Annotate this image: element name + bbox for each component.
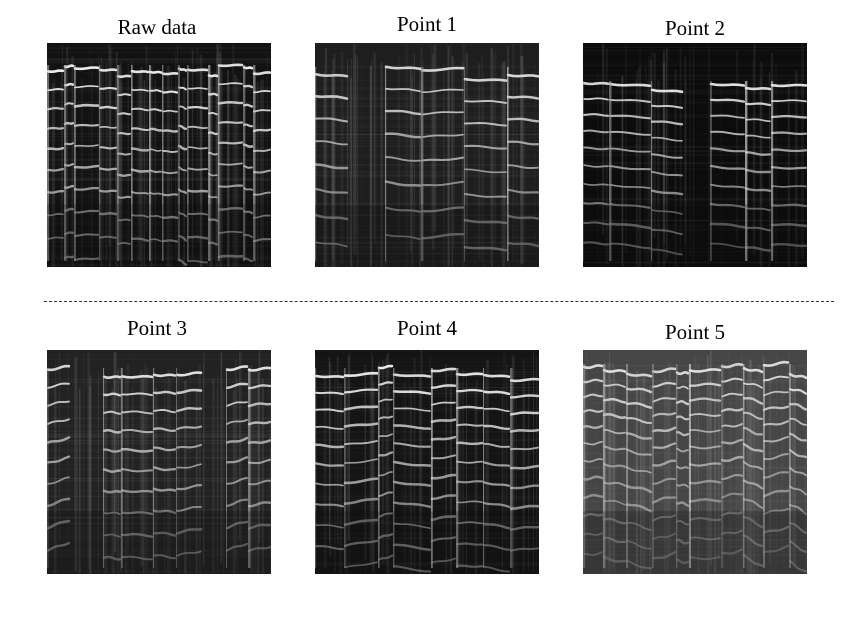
panel-title-point-5: Point 5 [664,320,726,344]
spectrogram-point-1 [315,43,539,267]
panel-title-raw-data: Raw data [117,15,197,39]
spectrogram-raw-data [47,43,271,267]
panel-title-point-3: Point 3 [126,316,188,340]
panel-title-point-4: Point 4 [396,316,458,340]
spectrogram-point-4 [315,350,539,574]
panel-title-point-2: Point 2 [664,16,726,40]
panel-title-point-1: Point 1 [396,12,458,36]
section-divider [44,301,834,302]
spectrogram-point-2 [583,43,807,267]
spectrogram-point-5 [583,350,807,574]
spectrogram-point-3 [47,350,271,574]
